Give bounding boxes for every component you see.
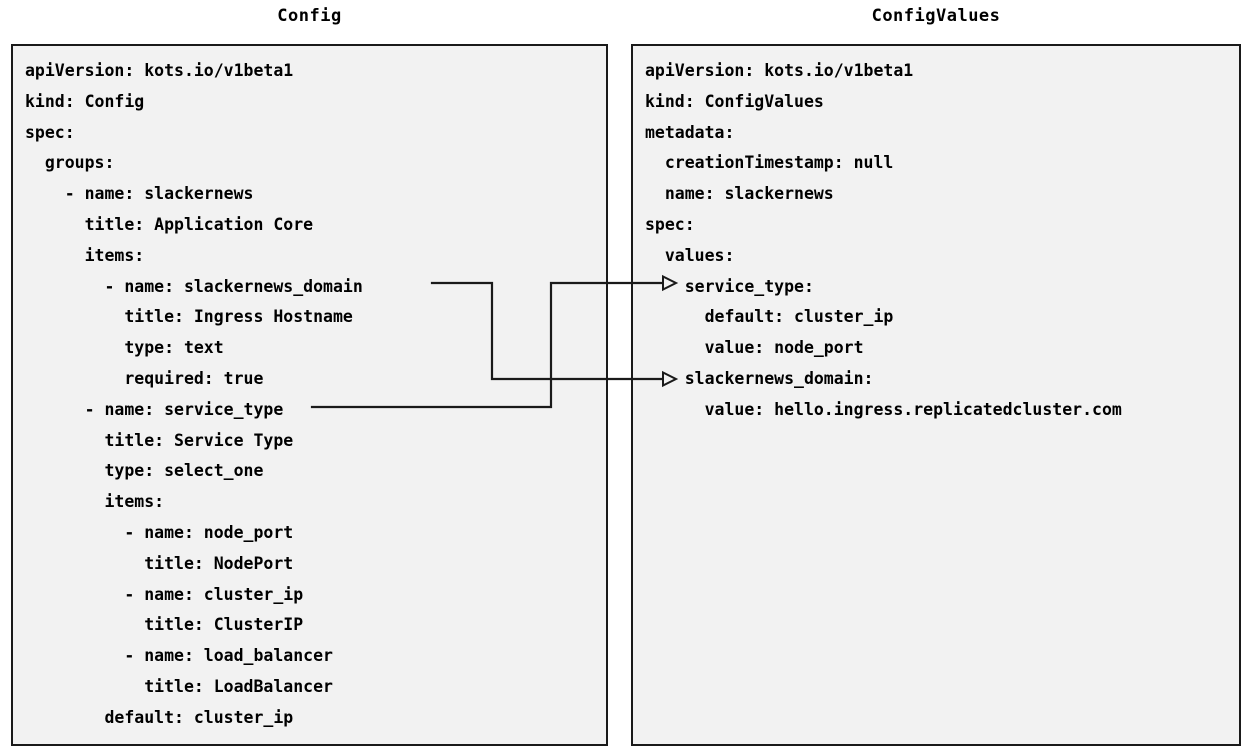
config-yaml-line: kind: Config	[25, 91, 145, 111]
config-yaml-line: apiVersion: kots.io/v1beta1	[25, 61, 294, 80]
config-yaml-line: type: text	[25, 338, 224, 358]
config-yaml-line: title: NodePort	[25, 553, 294, 573]
configvalues-yaml-line: name: slackernews	[645, 184, 834, 204]
config-yaml-line: title: ClusterIP	[25, 615, 304, 635]
configvalues-yaml-line: slackernews_domain:	[645, 368, 874, 388]
config-yaml-line: - name: slackernews	[25, 184, 254, 204]
config-yaml-line: required: true	[25, 368, 264, 388]
config-yaml-line: - name: slackernews_domain	[25, 276, 363, 296]
configvalues-yaml-line: metadata:	[645, 122, 735, 142]
config-yaml-line: default: cluster_ip	[25, 707, 294, 727]
config-yaml-body: apiVersion: kots.io/v1beta1 kind: Config s…	[13, 46, 363, 734]
panel-title-configvalues: ConfigValues	[871, 6, 1001, 26]
config-yaml-line: - name: service_type	[25, 399, 284, 419]
config-yaml-line: spec:	[25, 122, 75, 142]
config-yaml-line: items:	[25, 492, 165, 512]
config-yaml-line: - name: load_balancer	[25, 646, 333, 666]
config-yaml-line: - name: cluster_ip	[25, 584, 304, 604]
config-yaml-line: items:	[25, 245, 145, 265]
configvalues-yaml-line: default: cluster_ip	[645, 307, 894, 327]
configvalues-yaml-line: kind: ConfigValues	[645, 91, 824, 111]
config-yaml-line: - name: node_port	[25, 522, 294, 542]
panel-title-config: Config	[277, 6, 342, 26]
configvalues-yaml-line: service_type:	[645, 276, 814, 296]
configvalues-yaml-line: value: hello.ingress.replicatedcluster.c…	[645, 399, 1122, 419]
config-yaml-line: type: select_one	[25, 461, 264, 481]
config-yaml-line: title: Application Core	[25, 214, 314, 234]
configvalues-yaml-line: creationTimestamp: null	[645, 153, 894, 173]
configvalues-yaml-line: value: node_port	[645, 338, 864, 358]
configvalues-yaml-panel: apiVersion: kots.io/v1beta1 kind: ConfigV…	[631, 44, 1241, 746]
configvalues-yaml-line: spec:	[645, 214, 695, 234]
config-yaml-line: groups:	[25, 153, 115, 173]
config-yaml-panel: apiVersion: kots.io/v1beta1 kind: Config s…	[11, 44, 608, 746]
config-yaml-line: title: Ingress Hostname	[25, 307, 353, 327]
config-yaml-line: title: Service Type	[25, 430, 294, 450]
configvalues-yaml-line: apiVersion: kots.io/v1beta1	[645, 61, 914, 80]
configvalues-yaml-body: apiVersion: kots.io/v1beta1 kind: ConfigV…	[633, 46, 1122, 426]
config-yaml-line: title: LoadBalancer	[25, 676, 333, 696]
configvalues-yaml-line: values:	[645, 245, 735, 265]
